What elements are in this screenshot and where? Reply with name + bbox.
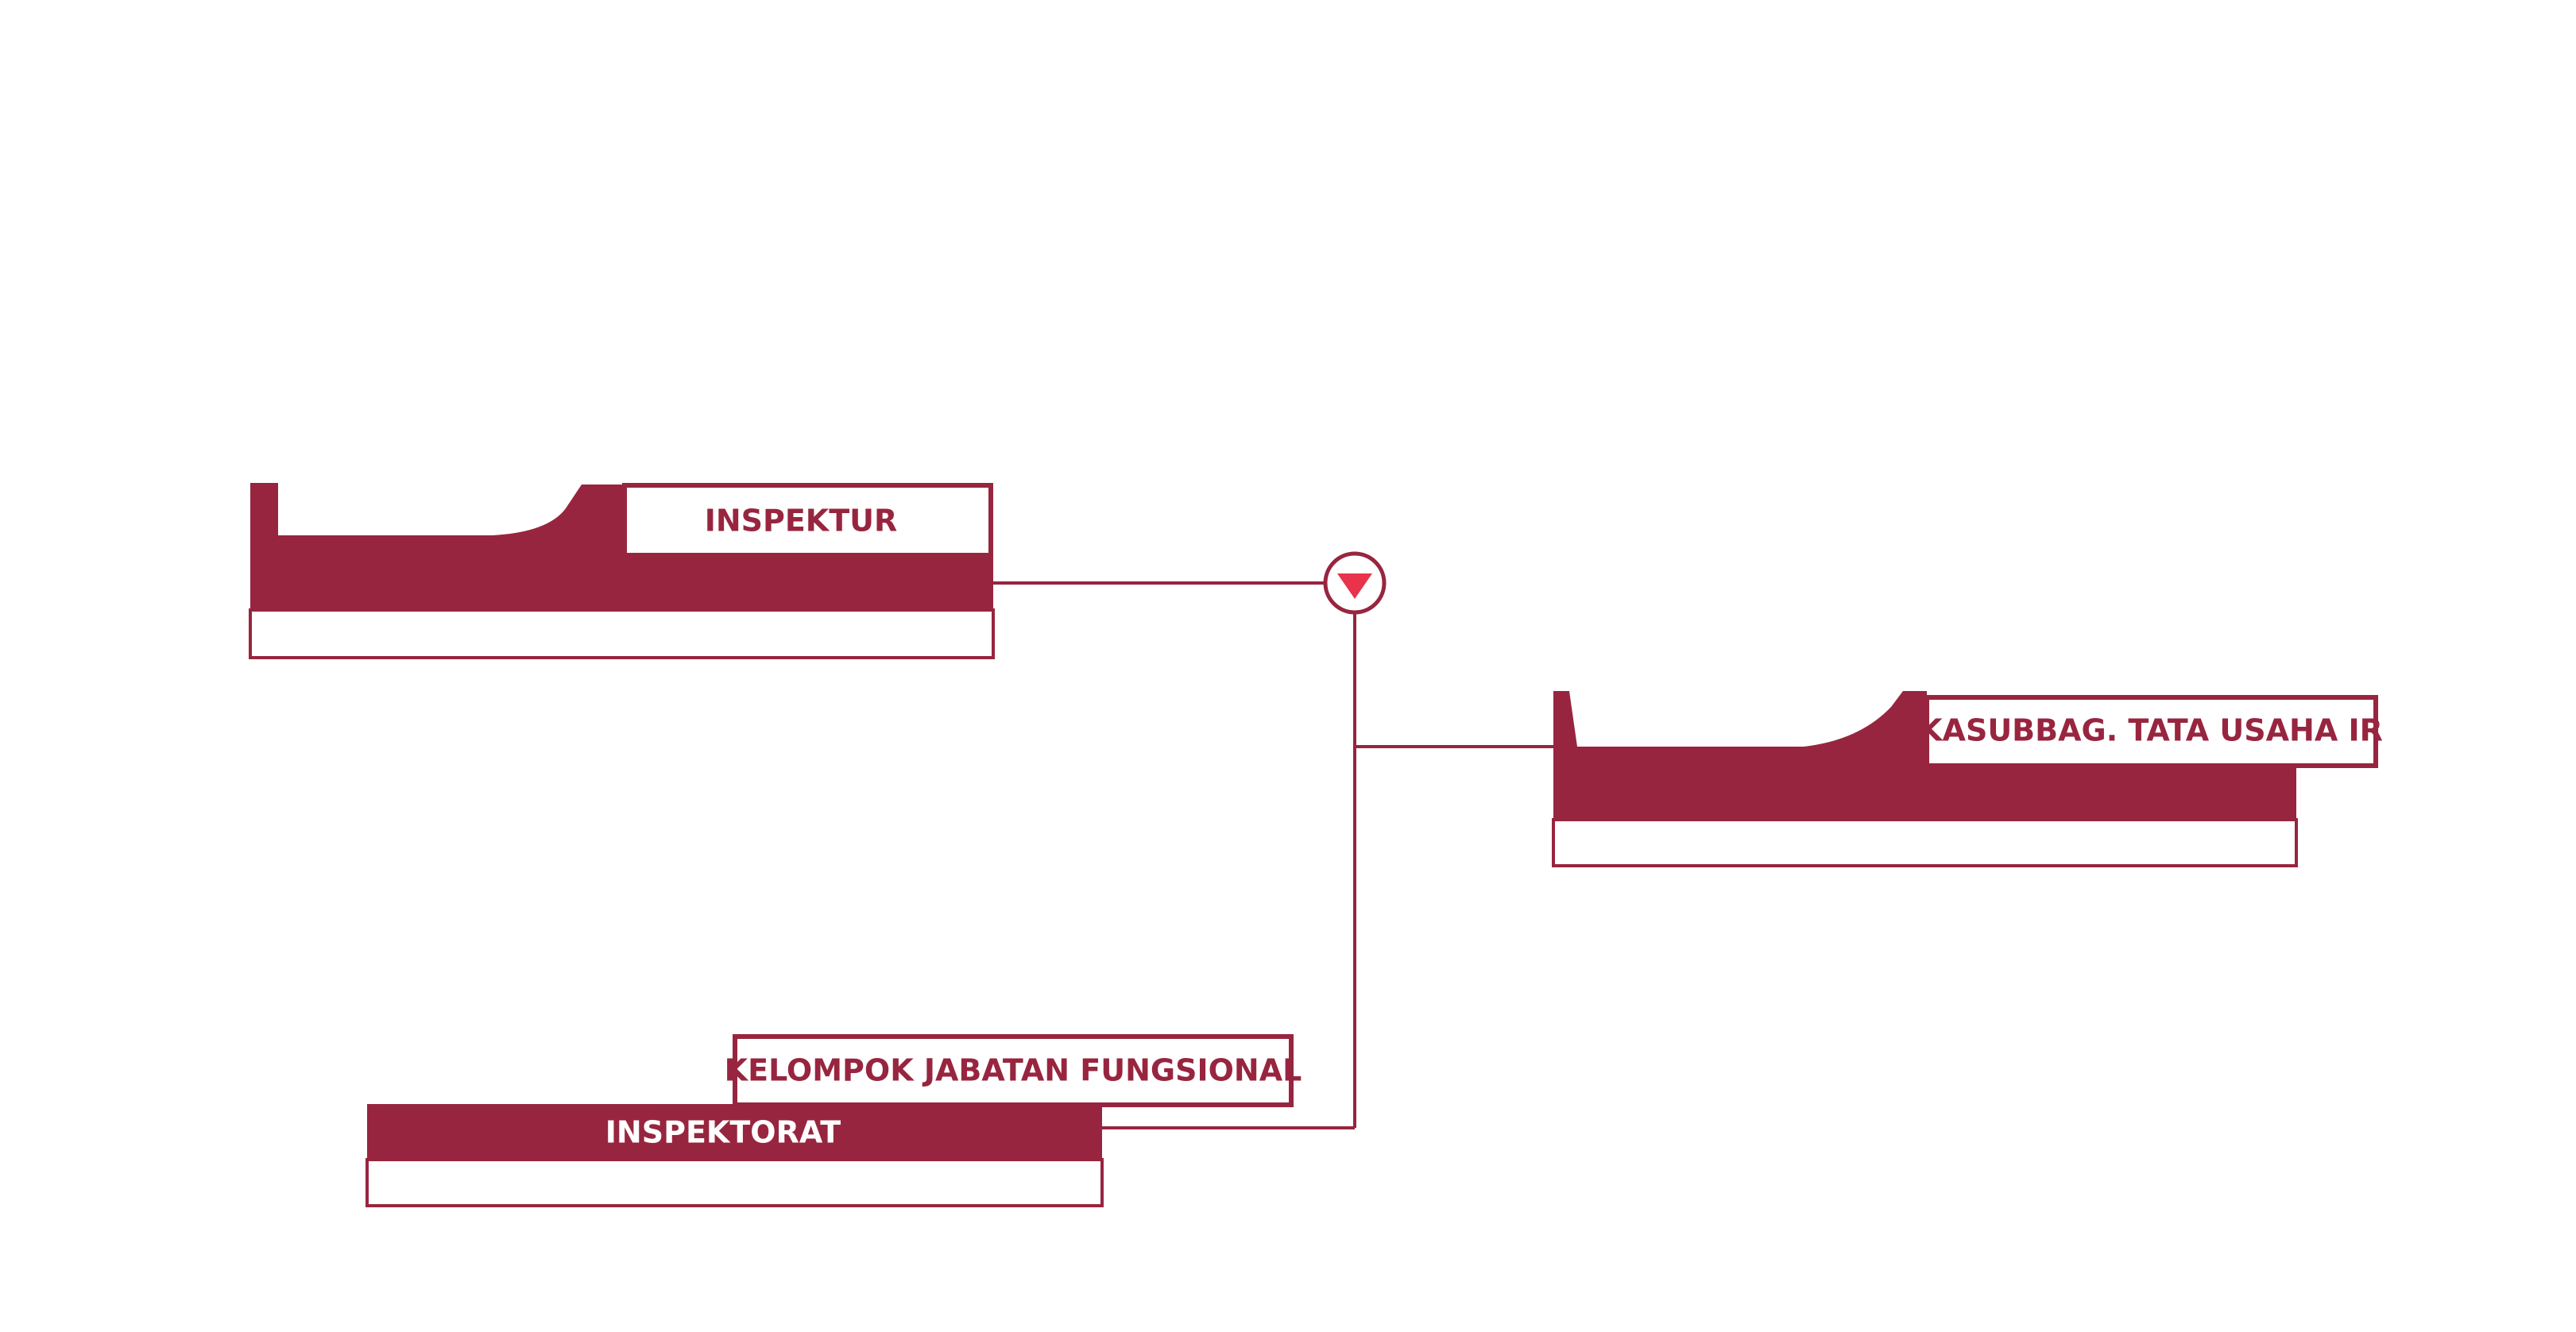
node-inspektorat[interactable]: INSPEKTORAT [366, 1104, 1104, 1207]
kasubbag-body [1552, 818, 2298, 867]
kasubbag-label: KASUBBAG. TATA USAHA IR [1919, 713, 2383, 748]
hub-toggle[interactable] [1323, 551, 1387, 615]
node-kasubbag[interactable]: KASUBBAG. TATA USAHA IR [1552, 691, 2383, 867]
kelompok-label: KELOMPOK JABATAN FUNGSIONAL [725, 1053, 1302, 1088]
triangle-down-icon [1337, 573, 1372, 599]
inspektorat-header [367, 1104, 1102, 1161]
node-inspektur[interactable]: INSPEKTUR [249, 483, 995, 659]
node-kelompok[interactable]: KELOMPOK JABATAN FUNGSIONAL [725, 1034, 1302, 1107]
inspektur-body [249, 608, 995, 659]
inspektorat-label: INSPEKTORAT [605, 1115, 841, 1150]
inspektorat-body [366, 1158, 1104, 1207]
inspektur-label: INSPEKTUR [705, 504, 898, 539]
connector-lines [993, 581, 1553, 1129]
inspektur-label-box [622, 483, 993, 558]
kasubbag-label-box [1924, 695, 2378, 768]
inspektur-tab-shape [250, 483, 993, 612]
